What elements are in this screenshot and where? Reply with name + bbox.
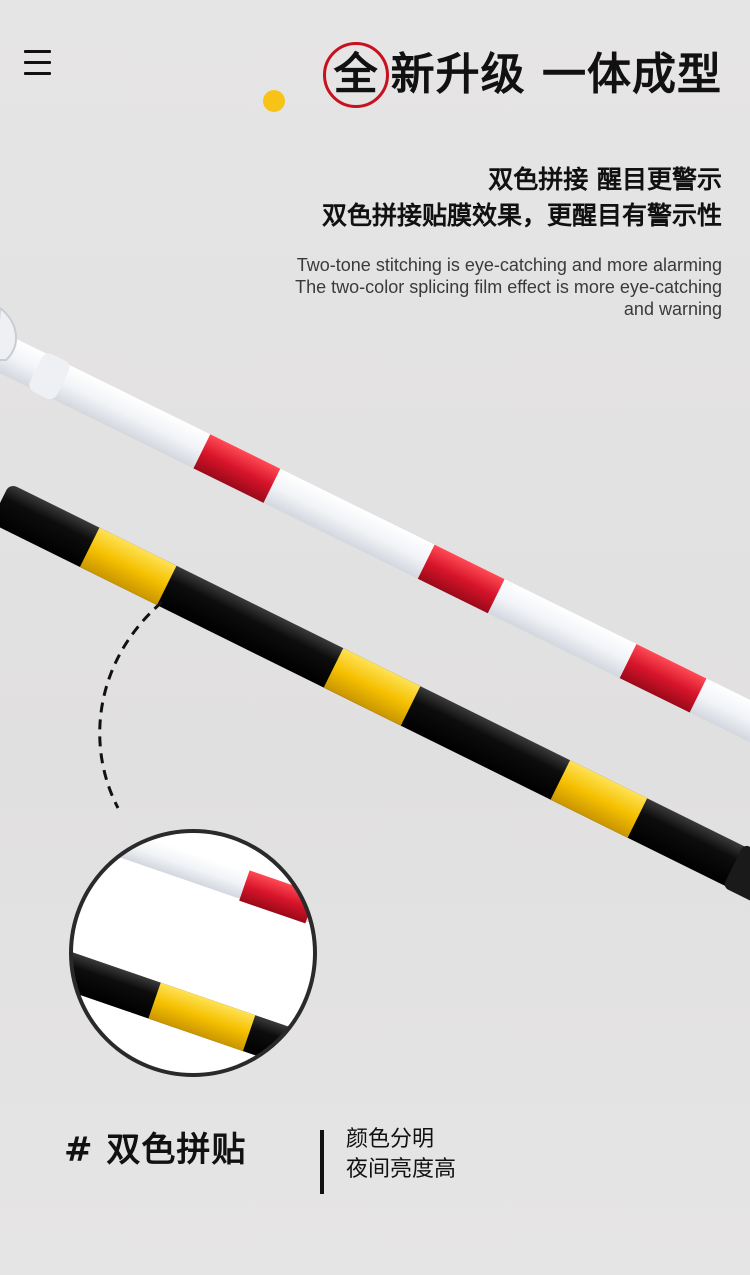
accent-dot xyxy=(263,90,285,112)
headline: 全 新升级 一体成型 xyxy=(322,40,722,110)
subtitle-en-line2: The two-color splicing film effect is mo… xyxy=(295,277,722,297)
subtitle-en-line1: Two-tone stitching is eye-catching and m… xyxy=(296,255,722,275)
feature-description: 颜色分明 夜间亮度高 xyxy=(346,1125,456,1185)
feature-desc-line2: 夜间亮度高 xyxy=(346,1157,457,1182)
feature-title: # 双色拼贴 xyxy=(64,1130,247,1170)
headline-text: 新升级 一体成型 xyxy=(390,49,722,100)
hamburger-menu-icon xyxy=(24,50,56,75)
zoom-detail-circle xyxy=(69,829,317,1077)
white-red-pole xyxy=(0,338,750,746)
subtitle-cn-line1: 双色拼接 醒目更警示 xyxy=(488,165,722,194)
headline-circled-char: 全 xyxy=(322,42,389,108)
feature-desc-line1: 颜色分明 xyxy=(346,1127,435,1152)
subtitle-en: Two-tone stitching is eye-catching and m… xyxy=(295,254,722,320)
subtitle-cn: 双色拼接 醒目更警示 双色拼接贴膜效果，更醒目有警示性 xyxy=(322,162,722,234)
dashed-connector xyxy=(98,600,163,809)
feature-divider xyxy=(320,1130,324,1194)
black-yellow-pole xyxy=(0,485,750,903)
subtitle-cn-line2: 双色拼接贴膜效果，更醒目有警示性 xyxy=(321,201,722,230)
menu-button[interactable] xyxy=(24,50,56,80)
subtitle-en-line3: and warning xyxy=(623,299,722,319)
pole-hook xyxy=(0,306,18,361)
